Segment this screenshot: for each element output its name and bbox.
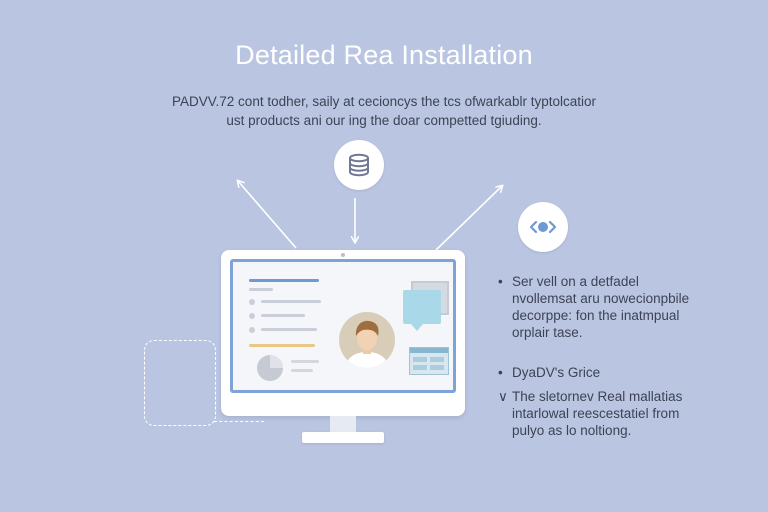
pie-chart-icon [257, 355, 283, 381]
chat-bubble-icon [403, 290, 441, 324]
header-subbar [249, 288, 273, 291]
table-icon [409, 347, 449, 375]
note-1-line: orplair tase. [512, 325, 583, 340]
monitor-stand [302, 432, 384, 443]
intro-line-1: PADVV.72 cont todher, saily at cecioncys… [172, 94, 596, 109]
note-3-line: pulyo as lo noltiong. [512, 423, 632, 438]
list-line [261, 314, 305, 317]
eye-glyph [529, 220, 557, 234]
list-bullet [249, 299, 255, 305]
note-1-line: nvollemsat aru nowecionpbile [512, 291, 690, 306]
list-line [261, 328, 317, 331]
webcam-dot [341, 253, 345, 257]
arrow-right [435, 186, 502, 251]
database-icon [334, 140, 384, 190]
user-avatar [339, 312, 395, 368]
content-line [291, 360, 319, 363]
bullet-icon: • [498, 274, 503, 289]
note-1: • Ser vell on a detfadel nvollemsat aru … [498, 273, 689, 341]
database-glyph [349, 153, 369, 177]
screen-content [233, 262, 453, 390]
note-1-line: decorppe: fon the inatmpual [512, 308, 680, 323]
dashed-connector [214, 421, 264, 422]
header-bar [249, 279, 319, 282]
note-1-line: Ser vell on a detfadel [512, 274, 639, 289]
list-line [261, 300, 321, 303]
eye-icon [518, 202, 568, 252]
highlight-bar [249, 344, 315, 347]
intro-line-2: ust products ani our ing the doar compet… [226, 113, 542, 128]
monitor-neck [330, 416, 356, 434]
person-icon [345, 320, 389, 368]
intro-text: PADVV.72 cont todher, saily at cecioncys… [120, 92, 648, 130]
content-line [291, 369, 313, 372]
note-2-line: DyaDV's Grice [512, 365, 601, 380]
dashed-placeholder-box [144, 340, 216, 426]
note-3: ∨ The sletornev Real mallatias intarlowa… [498, 388, 682, 439]
monitor-screen [230, 259, 456, 393]
list-bullet [249, 327, 255, 333]
list-bullet [249, 313, 255, 319]
arrow-left [238, 181, 297, 249]
note-2: • DyaDV's Grice [498, 364, 600, 381]
bullet-icon: • [498, 365, 503, 380]
monitor [221, 250, 465, 416]
chat-bubble-tail [411, 324, 423, 331]
note-3-line: The sletornev Real mallatias [512, 389, 683, 404]
chevron-down-icon: ∨ [498, 389, 508, 404]
page-title: Detailed Rea Installation [235, 40, 533, 70]
note-3-line: intarlowal reescestatiel from [512, 406, 680, 421]
